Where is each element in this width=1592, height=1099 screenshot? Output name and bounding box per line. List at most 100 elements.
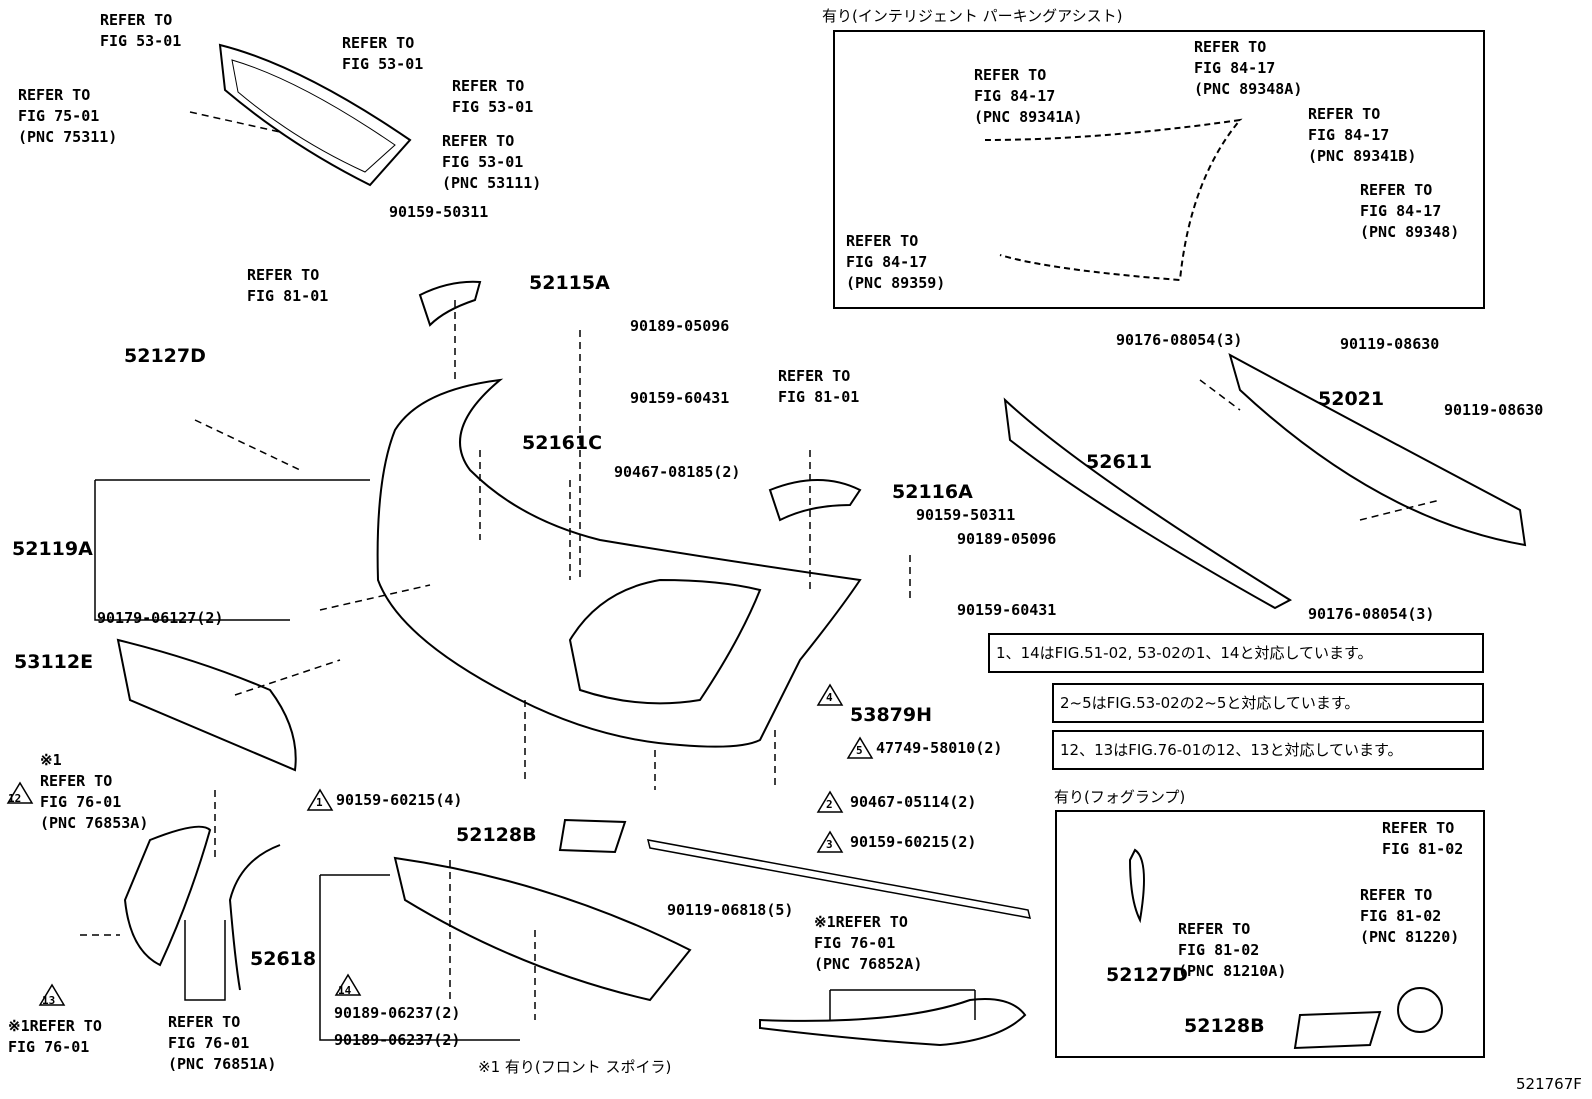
part-52115a: 52115A [529, 272, 610, 294]
part-52127d: 52127D [124, 345, 206, 367]
note-3-sep-b: 、 [1235, 741, 1251, 759]
note-box-1: 1、14はFIG.51-02, 53-02の1、14と対応しています。 [988, 633, 1484, 673]
triangle-note-4 [816, 683, 844, 706]
part-47749-58010: 47749-58010(2) [876, 739, 1003, 757]
part-90119-06818: 90119-06818(5) [667, 901, 794, 919]
tri-label-13: 13 [42, 994, 56, 1007]
note-1-end: と対応しています。 [1239, 644, 1373, 662]
triangle-note-13 [38, 983, 66, 1006]
note-2-tri-2b: 2 [1194, 694, 1205, 712]
side-spoiler-shape [123, 825, 212, 967]
ref-fig-81-01-mid: REFER TO FIG 81-01 [778, 367, 860, 406]
note-1-sep-b: 、 [1205, 644, 1221, 662]
part-90159-50311-top: 90159-50311 [389, 203, 489, 221]
bracket-52115a [418, 280, 482, 327]
reinforcement-52021 [1228, 352, 1527, 547]
lower-grille-shape [116, 638, 297, 772]
note-2-text: はFIG.53-02の [1091, 694, 1195, 712]
part-90189-05096-b: 90189-05096 [957, 530, 1057, 548]
note-3-end: と対応しています。 [1269, 741, 1403, 759]
under-cover-shape [393, 856, 692, 1002]
ref-fig-75-01: REFER TO FIG 75-01 (PNC 75311) [18, 86, 118, 146]
part-52116a: 52116A [892, 481, 973, 503]
part-90189-06237-a: 90189-06237(2) [334, 1004, 461, 1022]
tri-label-1: 1 [316, 796, 323, 809]
note-2-tri-2: 2 [1060, 694, 1070, 712]
ref-fig-53-01-grille: REFER TO FIG 53-01 (PNC 53111) [442, 132, 542, 192]
note-3-tri-13b: 13 [1250, 741, 1270, 759]
ref-fig-81-02-81210a: REFER TO FIG 81-02 (PNC 81210A) [1178, 920, 1287, 980]
part-90176-08054-a: 90176-08054(3) [1116, 331, 1243, 349]
note-1-text: はFIG.51-02, 53-02の [1039, 644, 1196, 662]
tri-label-4: 4 [826, 691, 833, 704]
ref-fig-84-17-89341b: REFER TO FIG 84-17 (PNC 89341B) [1308, 105, 1417, 165]
headlamp-opening [568, 578, 762, 705]
triangle-note-2 [816, 790, 844, 813]
part-52128b: 52128B [456, 824, 537, 846]
part-90467-08185: 90467-08185(2) [614, 463, 741, 481]
part-90159-50311-mid: 90159-50311 [916, 506, 1016, 524]
part-53112e: 53112E [14, 651, 94, 673]
note-box-3: 12、13はFIG.76-01の12、13と対応しています。 [1052, 730, 1484, 770]
tri-label-3: 3 [826, 838, 833, 851]
part-90179-06127: 90179-06127(2) [97, 609, 224, 627]
note-3-tri-13: 13 [1094, 741, 1114, 759]
tri-label-14: 14 [338, 984, 352, 997]
note-3-tri-12: 12 [1060, 741, 1080, 759]
triangle-note-12 [6, 781, 34, 804]
triangle-note-3 [816, 830, 844, 853]
note-2-end: と対応しています。 [1226, 694, 1360, 712]
upper-grille-mesh [231, 59, 396, 173]
part-52021: 52021 [1318, 388, 1385, 410]
note-2-tri-5b: 5 [1216, 694, 1227, 712]
part-90159-60215-4: 90159-60215(4) [336, 791, 463, 809]
spoiler-molding [228, 844, 281, 991]
ref-fig-81-02-a: REFER TO FIG 81-02 [1382, 819, 1464, 858]
part-53879h: 53879H [850, 704, 933, 726]
ref-fig-81-01-left: REFER TO FIG 81-01 [247, 266, 329, 305]
note-front-spoiler: ※1 有り(フロント スポイラ) [478, 1058, 672, 1076]
part-90176-08054-b: 90176-08054(3) [1308, 605, 1435, 623]
note-1-tri-1b: 1 [1195, 644, 1206, 662]
title-intelligent-parking-assist: 有り(インテリジェント パーキングアシスト) [822, 7, 1123, 25]
tri-label-2: 2 [826, 798, 833, 811]
front-spoiler-shape [759, 998, 1027, 1047]
ref-fig-84-17-89359: REFER TO FIG 84-17 (PNC 89359) [846, 232, 946, 292]
part-52119a: 52119A [12, 538, 93, 560]
part-90119-08630-a: 90119-08630 [1340, 335, 1440, 353]
ref-fig-76-01-pnc: REFER TO FIG 76-01 (PNC 76851A) [168, 1013, 277, 1073]
note-1-tri-1: 1 [996, 644, 1006, 662]
ref-fig-76-01-spoiler: ※1REFER TO FIG 76-01 (PNC 76852A) [814, 913, 923, 973]
note-2-sep-b: ~ [1204, 694, 1217, 712]
ref-fig-81-02-81220: REFER TO FIG 81-02 (PNC 81220) [1360, 886, 1460, 946]
part-90119-08630-b: 90119-08630 [1444, 401, 1544, 419]
front-bumper-cover [376, 378, 862, 748]
note-box-2: 2~5はFIG.53-02の2~5と対応しています。 [1052, 683, 1484, 723]
part-90189-06237-b: 90189-06237(2) [334, 1031, 461, 1049]
ref-fig-76-01-bottom: ※1REFER TO FIG 76-01 [8, 1017, 102, 1056]
note-3-tri-12b: 12 [1216, 741, 1236, 759]
note-x1-refer-76853a: ※1 REFER TO FIG 76-01 (PNC 76853A) [40, 751, 149, 832]
bracket-52116a [768, 479, 862, 522]
note-2-sep: ~ [1069, 694, 1083, 712]
note-1-sep: 、 [1005, 644, 1021, 662]
fog-cover-52128b [558, 818, 627, 854]
triangle-note-1 [306, 788, 334, 811]
part-90159-60431-a: 90159-60431 [630, 389, 730, 407]
upper-grille-shape [218, 43, 412, 187]
tri-label-5: 5 [856, 744, 863, 757]
title-fog-lamp: 有り(フォグランプ) [1054, 788, 1186, 806]
part-90467-05114: 90467-05114(2) [850, 793, 977, 811]
note-3-sep: 、 [1079, 741, 1095, 759]
note-1-tri-14b: 14 [1220, 644, 1240, 662]
note-3-text: はFIG.76-01の [1113, 741, 1217, 759]
ref-fig-84-17-89348: REFER TO FIG 84-17 (PNC 89348) [1360, 181, 1460, 241]
part-52127d-fog: 52127D [1106, 964, 1188, 986]
part-90159-60431-b: 90159-60431 [957, 601, 1057, 619]
ref-fig-84-17-89348a: REFER TO FIG 84-17 (PNC 89348A) [1194, 38, 1303, 98]
tri-label-12: 12 [8, 792, 22, 805]
ref-fig-53-01-c: REFER TO FIG 53-01 [452, 77, 534, 116]
note-2-tri-5: 5 [1082, 694, 1092, 712]
